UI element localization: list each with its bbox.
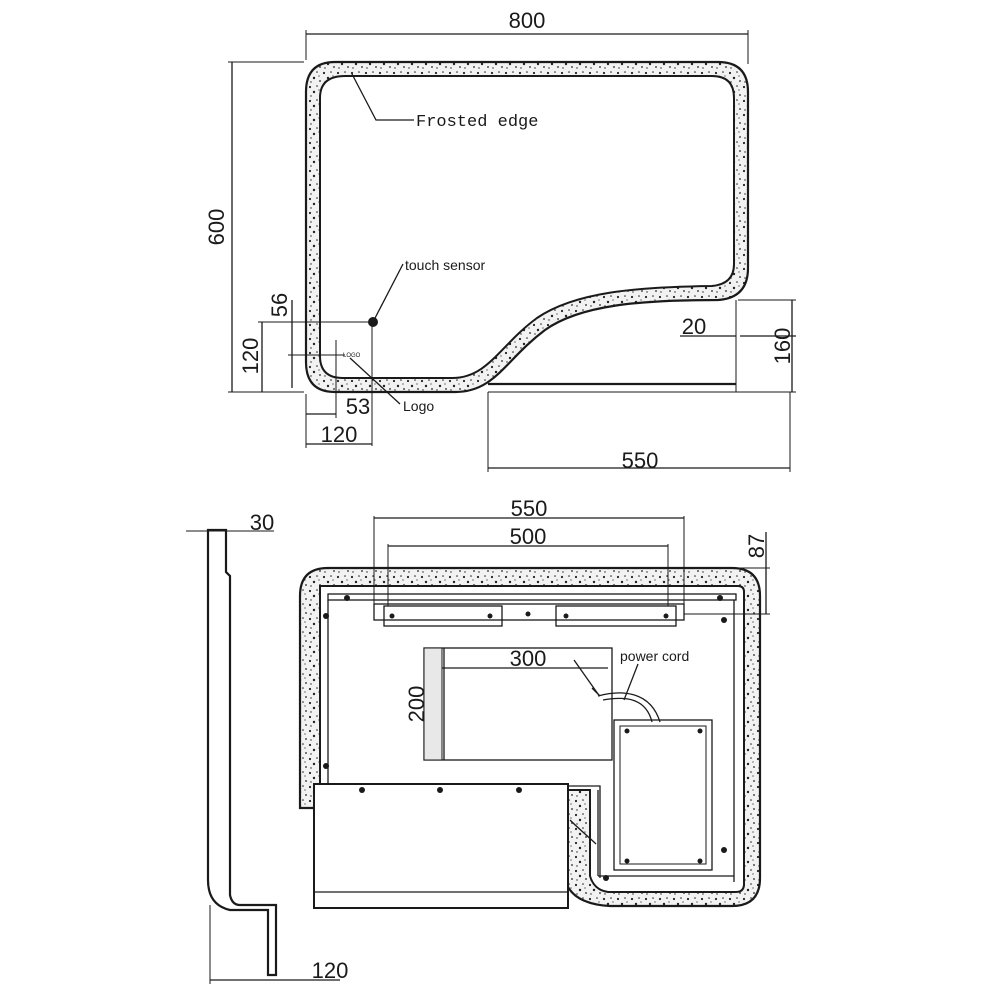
- frosted-edge-label: Frosted edge: [416, 113, 538, 132]
- bracket-offset-87-label: 87: [744, 534, 769, 558]
- dimension-120-horizontal-label: 120: [321, 422, 358, 447]
- logo-mark: LOGO: [343, 353, 361, 359]
- bracket-right: [555, 605, 677, 627]
- lower-shelf: [313, 783, 569, 909]
- bracket-outer-550-label: 550: [511, 496, 548, 521]
- power-cord: [597, 692, 661, 723]
- dimension-20-label: 20: [682, 314, 706, 339]
- power-cord-label: power cord: [620, 648, 689, 664]
- side-view: 30 120: [186, 510, 348, 984]
- bracket-left: [383, 605, 503, 627]
- front-view: 800 600 Frosted edge touch sensor LOGO L…: [204, 8, 796, 473]
- mounting-bracket-rail: [373, 603, 685, 621]
- touch-sensor-label: touch sensor: [405, 257, 485, 273]
- dimension-600-label: 600: [204, 209, 229, 246]
- logo-label: Logo: [403, 398, 434, 414]
- side-profile: [206, 528, 278, 977]
- dimension-53-label: 53: [346, 394, 370, 419]
- driver-width-300-label: 300: [510, 646, 547, 671]
- dimension-800-label: 800: [509, 8, 546, 33]
- dimension-550-label: 550: [622, 448, 659, 473]
- side-depth-120-label: 120: [312, 958, 349, 983]
- driver-height-200-label: 200: [404, 686, 429, 723]
- dimension-56-label: 56: [267, 293, 292, 317]
- power-box: [613, 719, 713, 871]
- dimension-160-label: 160: [770, 328, 795, 365]
- dimension-120-vertical-label: 120: [238, 338, 263, 375]
- back-view: 550 500 87 300 200 power cord: [298, 496, 770, 909]
- mirror-glass-area: [319, 75, 735, 379]
- side-depth-30-label: 30: [250, 510, 274, 535]
- bracket-inner-500-label: 500: [510, 524, 547, 549]
